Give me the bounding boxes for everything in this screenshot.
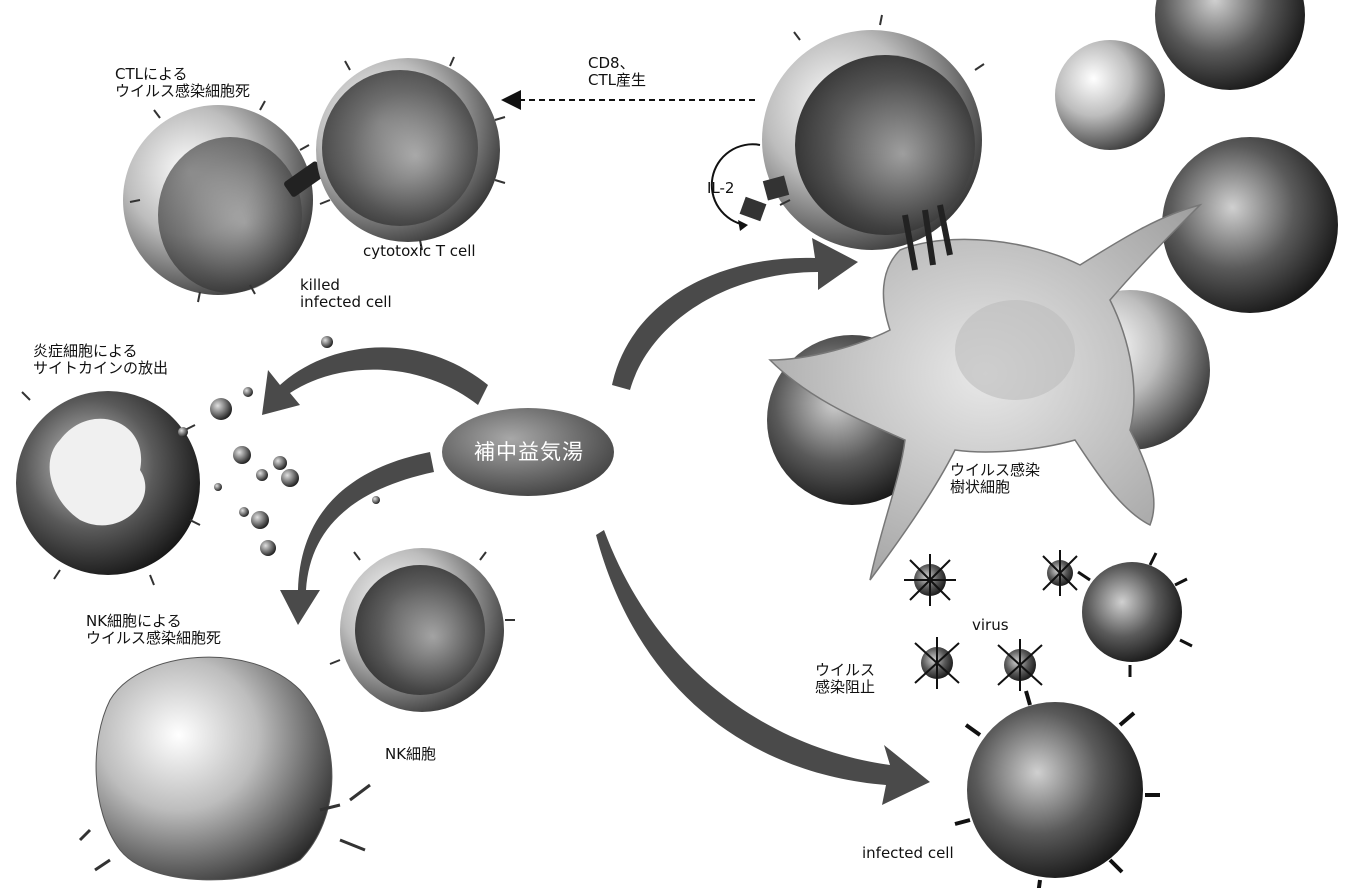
- label-killed-infected-cell: killed infected cell: [300, 277, 392, 311]
- label-dendritic-line1: ウイルス感染: [950, 462, 1040, 479]
- label-cytotoxic-t-cell: cytotoxic T cell: [363, 243, 476, 260]
- virus-particle-1: [904, 554, 956, 606]
- virus-particle-3: [915, 637, 959, 689]
- label-infection-block-line2: 感染阻止: [815, 679, 875, 696]
- center-label: 補中益気湯: [444, 433, 614, 471]
- inflammatory-cell: [16, 391, 200, 585]
- label-nk-death-line2: ウイルス感染細胞死: [86, 630, 221, 647]
- virus-particle-4: [998, 639, 1042, 691]
- infected-cell-small: [1078, 553, 1192, 677]
- t-cell-top-right-2: [1055, 40, 1165, 150]
- label-nk-cell: NK細胞: [385, 746, 436, 763]
- label-cytokine-release: 炎症細胞による サイトカインの放出: [33, 343, 168, 377]
- label-il2: IL-2: [707, 180, 734, 197]
- label-cd8: CD8、 CTL産生: [588, 55, 646, 89]
- label-nk-death-line1: NK細胞による: [86, 613, 221, 630]
- label-infection-block-line1: ウイルス: [815, 662, 875, 679]
- label-nk-death: NK細胞による ウイルス感染細胞死: [86, 613, 221, 647]
- label-dendritic-line2: 樹状細胞: [950, 479, 1040, 496]
- cd8-t-cell: [762, 15, 984, 250]
- virus-particle-2: [1043, 550, 1077, 596]
- label-infected-cell: infected cell: [862, 845, 954, 862]
- label-ctl-death: CTLによる ウイルス感染細胞死: [115, 66, 250, 100]
- infected-cell: [955, 691, 1160, 888]
- label-virus: virus: [972, 617, 1009, 634]
- killed-infected-cell: [123, 101, 313, 302]
- label-ctl-death-line2: ウイルス感染細胞死: [115, 83, 250, 100]
- label-infection-block: ウイルス 感染阻止: [815, 662, 875, 696]
- label-dendritic-cell: ウイルス感染 樹状細胞: [950, 462, 1040, 496]
- nk-killed-cell: [80, 657, 370, 880]
- label-cytokine-line1: 炎症細胞による: [33, 343, 168, 360]
- label-cd8-line1: CD8、: [588, 55, 646, 72]
- cytotoxic-t-cell: [316, 57, 505, 250]
- arrow-to-cytokine: [262, 347, 488, 415]
- label-killed-line2: infected cell: [300, 294, 392, 311]
- label-cd8-line2: CTL産生: [588, 72, 646, 89]
- arrow-to-infected: [596, 530, 930, 805]
- label-killed-line1: killed: [300, 277, 392, 294]
- t-cell-top-right-1: [1155, 0, 1305, 90]
- t-cell-right-1: [1162, 137, 1338, 313]
- label-cytokine-line2: サイトカインの放出: [33, 360, 168, 377]
- label-ctl-death-line1: CTLによる: [115, 66, 250, 83]
- nk-cell: [330, 548, 515, 712]
